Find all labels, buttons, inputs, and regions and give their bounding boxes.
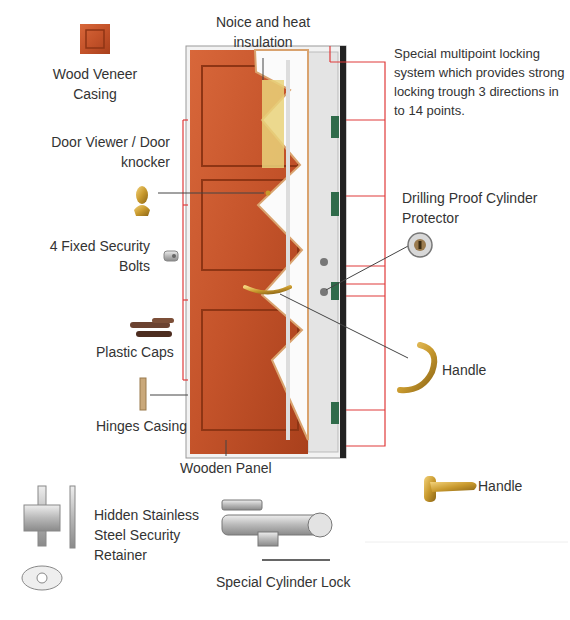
inner-sheet	[286, 60, 290, 440]
viewer-icon	[134, 186, 150, 216]
cylinder-lock-icon	[222, 500, 332, 560]
divider	[365, 542, 568, 543]
part-label: Handle	[478, 476, 548, 496]
part-label: Hinges Casing	[96, 416, 206, 436]
part-label: Special multipoint locking system which …	[394, 44, 566, 120]
part-label: Drilling Proof Cylinder Protector	[402, 188, 542, 228]
veneer-swatch	[80, 24, 110, 54]
door-frame	[186, 46, 346, 458]
bolt-bracket	[183, 120, 188, 380]
part-label: Wooden Panel	[180, 458, 290, 478]
protector-icon	[408, 233, 432, 257]
lever-icon	[424, 476, 477, 502]
part-label: 4 Fixed Security Bolts	[44, 236, 150, 276]
veneer-panel	[86, 30, 104, 48]
part-label: Hidden Stainless Steel Security Retainer	[94, 505, 212, 565]
part-label: Special Cylinder Lock	[216, 572, 376, 592]
lock-bracket	[330, 46, 385, 446]
frame-edge	[340, 46, 346, 458]
part-label: Wood Veneer Casing	[40, 64, 150, 104]
bolt-icon	[164, 251, 178, 261]
part-label: Door Viewer / Door knocker	[30, 132, 170, 172]
insulation	[262, 80, 284, 168]
cylinder	[320, 258, 328, 266]
door-leaf	[190, 50, 308, 454]
lock-point	[331, 192, 339, 216]
door-handle	[245, 287, 290, 293]
part-label: Handle	[442, 360, 512, 380]
hinge-icon	[140, 378, 146, 410]
caps-icon	[130, 318, 174, 337]
part-label: Plastic Caps	[96, 342, 186, 362]
lock-point	[331, 402, 339, 424]
retainer-icon	[22, 486, 75, 590]
handle-icon	[400, 345, 434, 390]
leader-line	[150, 58, 410, 456]
steel-profile	[308, 52, 338, 452]
lock-point	[331, 116, 339, 138]
door-viewer	[266, 191, 271, 196]
cutaway	[255, 50, 308, 440]
part-label: Noice and heat insulation	[196, 12, 330, 52]
